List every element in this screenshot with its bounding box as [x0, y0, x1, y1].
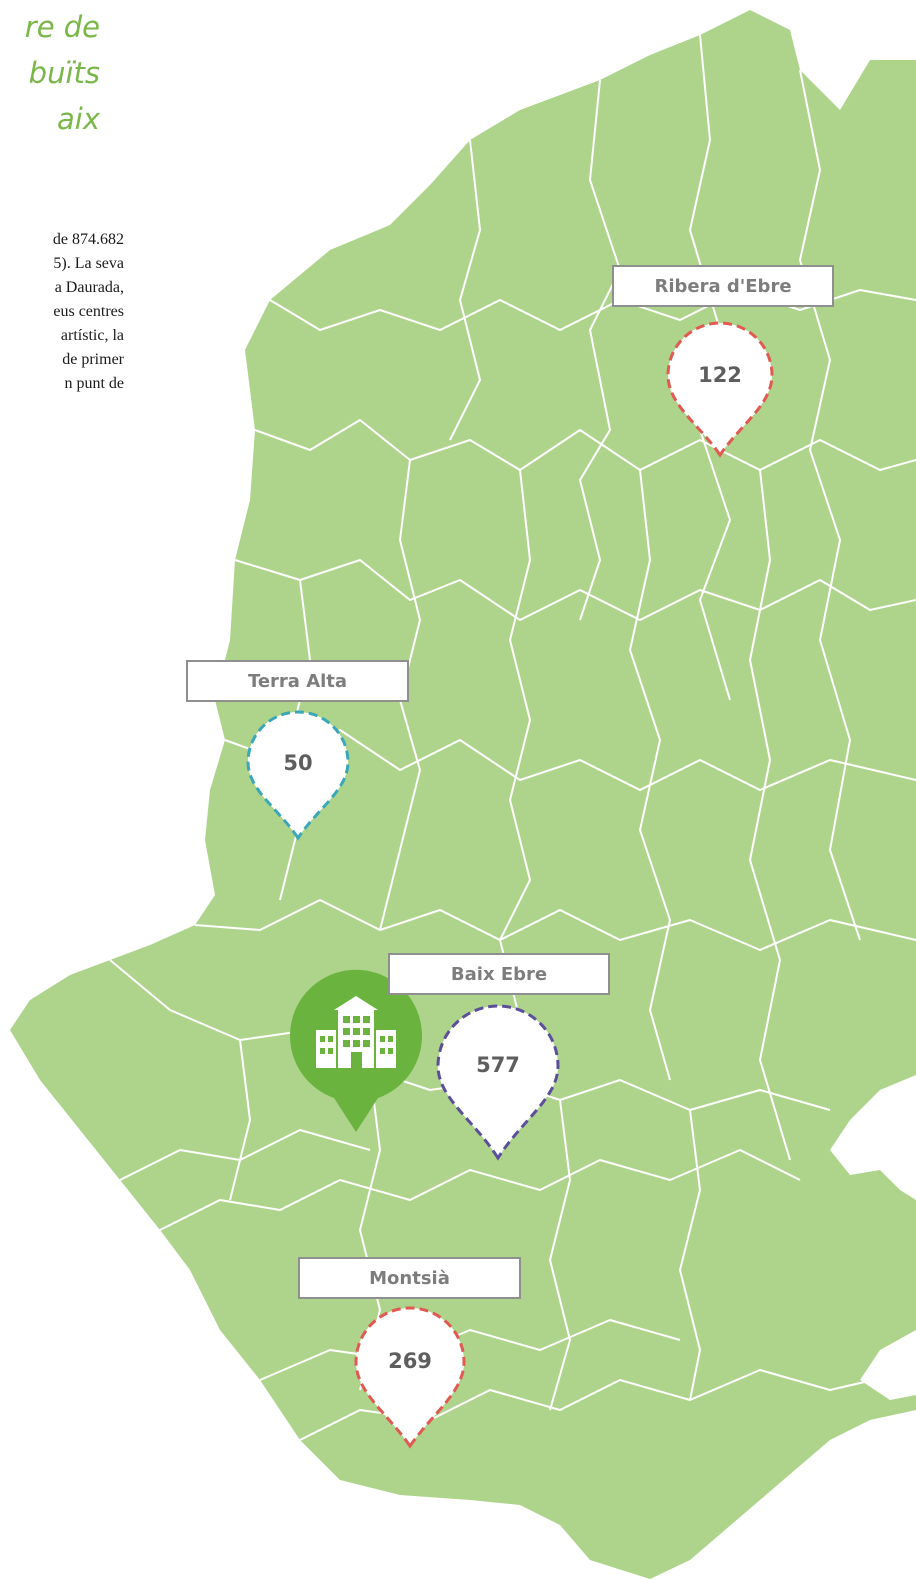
body-text-line: de 874.682: [52, 231, 124, 248]
heading-line: aix: [57, 102, 100, 136]
sea-inlet: [860, 1330, 916, 1400]
heading-line: re de: [24, 10, 100, 44]
heading: re de buïts aix: [0, 4, 100, 142]
pin-ribera-ebre[interactable]: [666, 321, 774, 458]
pin-terra-alta[interactable]: [246, 710, 350, 841]
body-text-line: 5). La seva: [53, 255, 124, 272]
heading-line: buïts: [28, 56, 100, 90]
value-terra-alta: 50: [283, 751, 313, 775]
body-text: de 874.682 5). La seva a Daurada, eus ce…: [0, 228, 124, 396]
value-montsia: 269: [388, 1349, 432, 1373]
body-text-line: eus centres: [53, 303, 124, 320]
pin-terra-alta-shape: [246, 710, 350, 841]
body-text-line: a Daurada,: [54, 279, 124, 296]
building-windows: [320, 1016, 393, 1068]
pin-baix-ebre[interactable]: [436, 1004, 560, 1161]
label-terra-alta: Terra Alta: [186, 660, 409, 702]
pin-montsia-shape: [354, 1306, 466, 1449]
map-land: [10, 10, 916, 1579]
body-text-line: n punt de: [64, 375, 124, 392]
pin-baix-ebre-shape: [436, 1004, 560, 1161]
value-baix-ebre: 577: [476, 1053, 520, 1077]
sea-inlet: [830, 1075, 916, 1200]
pin-montsia[interactable]: [354, 1306, 466, 1449]
body-text-line: de primer: [62, 351, 124, 368]
label-baix-ebre: Baix Ebre: [388, 953, 610, 995]
building-marker[interactable]: [289, 969, 422, 1132]
pin-ribera-ebre-shape: [666, 321, 774, 458]
value-ribera-ebre: 122: [698, 363, 742, 387]
label-ribera-ebre: Ribera d'Ebre: [612, 265, 834, 307]
body-text-line: artístic, la: [60, 327, 124, 344]
label-montsia: Montsià: [298, 1257, 521, 1299]
